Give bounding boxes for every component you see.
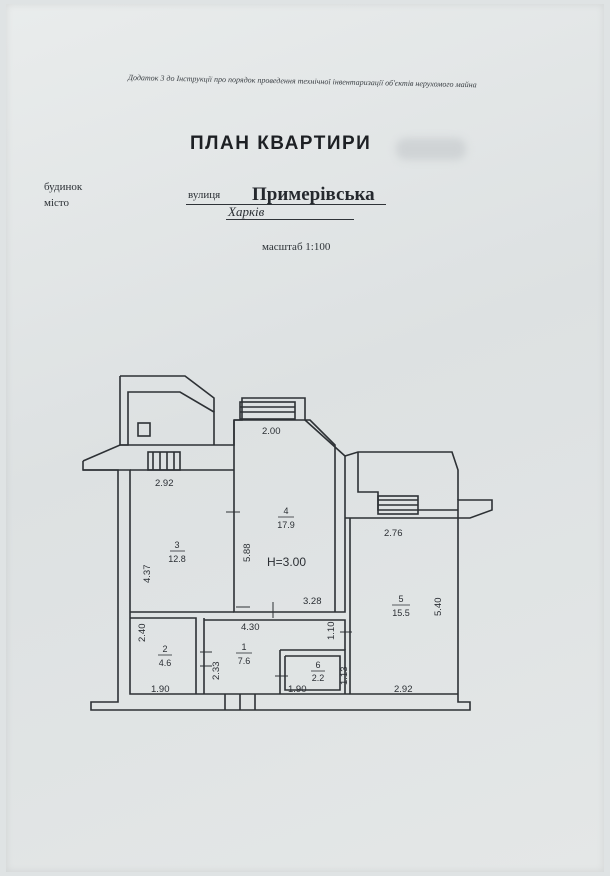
dim-4-30: 4.30: [241, 622, 260, 633]
room-4-number: 4: [283, 506, 288, 516]
page-title: ПЛАН КВАРТИРИ: [190, 133, 372, 154]
dim-1-10: 1.10: [326, 622, 337, 641]
room-2-area: 4.6: [159, 658, 172, 668]
dim-2-92-bottom: 2.92: [394, 684, 413, 695]
room-3-area: 12.8: [168, 554, 186, 564]
room-3-number: 3: [174, 540, 179, 550]
city-underline: [226, 219, 354, 220]
dim-1-13: 1.13: [339, 667, 350, 686]
dim-1-90-left: 1.90: [151, 684, 170, 695]
room-2-number: 2: [162, 644, 167, 654]
redacted-area: [396, 138, 466, 160]
dim-5-88: 5.88: [242, 544, 253, 563]
dim-4-37: 4.37: [142, 565, 153, 584]
room-4-area: 17.9: [277, 520, 295, 530]
dim-2-92-top: 2.92: [155, 478, 174, 489]
dim-2-40: 2.40: [137, 624, 148, 643]
ceiling-height: H=3.00: [267, 555, 306, 569]
scale-label: масштаб 1:100: [262, 241, 331, 253]
dim-2-00: 2.00: [262, 426, 281, 437]
dim-2-76: 2.76: [384, 528, 403, 539]
plan-walls: [82, 375, 493, 711]
building-label: будинок: [44, 181, 83, 193]
room-5-number: 5: [398, 594, 403, 604]
room-6-number: 6: [315, 660, 320, 670]
dim-1-90-mid: 1.90: [288, 684, 307, 695]
room-5-area: 15.5: [392, 608, 410, 618]
city-value: Харків: [228, 204, 265, 219]
dimension-ticks: [200, 511, 352, 677]
room-6-area: 2.2: [312, 673, 325, 683]
street-underline: [186, 204, 386, 205]
dim-3-28: 3.28: [303, 596, 322, 607]
city-label: місто: [44, 197, 70, 209]
dim-5-40: 5.40: [433, 598, 444, 617]
street-value: Примерівська: [252, 184, 375, 205]
document-sheet: [6, 4, 604, 872]
street-label: вулиця: [188, 189, 221, 201]
room-1-area: 7.6: [238, 656, 251, 666]
dim-2-33: 2.33: [211, 662, 222, 681]
room-1-number: 1: [241, 642, 246, 652]
